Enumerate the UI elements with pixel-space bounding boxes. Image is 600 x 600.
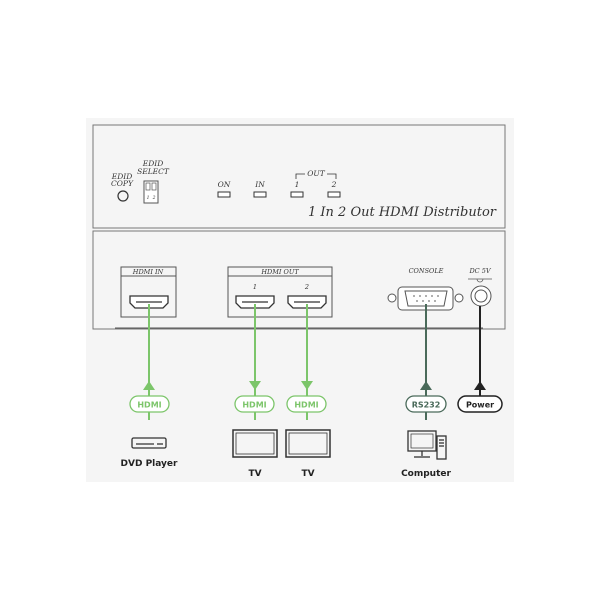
svg-text:1: 1: [253, 283, 257, 291]
hdmi-out-label: HDMI OUT: [260, 268, 299, 276]
hdmi-in-label: HDMI IN: [132, 268, 164, 276]
cable-pill-hdmi-out-1: HDMI: [234, 395, 275, 413]
edid-select-switch[interactable]: 1 2: [143, 180, 159, 204]
led-in: [253, 191, 267, 198]
arrow-up-icon: [420, 381, 432, 390]
edid-copy-label: COPY: [111, 179, 134, 188]
cable-pill-hdmi-in: HDMI: [129, 395, 170, 413]
led-on: [217, 191, 231, 198]
arrow-down-icon: [301, 381, 313, 390]
dvd-player-icon: [131, 437, 167, 449]
dc-label: DC 5V: [468, 267, 491, 275]
device-label-tv: TV: [301, 469, 314, 479]
edid-select-label: EDID: [142, 159, 163, 168]
hdmi-out-block: [227, 266, 333, 318]
device-label-dvd: DVD Player: [121, 459, 178, 469]
svg-text:Power: Power: [466, 401, 494, 410]
cable-pill-hdmi-out-2: HDMI: [286, 395, 327, 413]
computer-icon: [407, 430, 447, 460]
edid-copy-label: EDID: [111, 172, 132, 181]
led-label-out1: 1: [295, 180, 300, 189]
svg-text:HDMI: HDMI: [137, 401, 161, 410]
rear-panel: HDMI IN HDMI OUT 1 2 CONSOLE DC 5V: [92, 230, 506, 330]
led-label-in: IN: [254, 180, 265, 189]
cable-pill-rs232: RS232: [405, 395, 447, 413]
led-label-on: ON: [218, 180, 231, 189]
device-label-computer: Computer: [401, 469, 451, 479]
console-label: CONSOLE: [409, 267, 444, 275]
led-label-out2: 2: [331, 180, 337, 189]
arrow-up-icon: [143, 381, 155, 390]
front-panel: EDID COPY EDID SELECT 1 2 ON IN 1 2 OUT …: [92, 124, 506, 229]
device-label-tv: TV: [248, 469, 261, 479]
svg-text:2: 2: [304, 283, 309, 291]
cable-pill-power: Power: [457, 395, 503, 413]
led-out1: [290, 191, 304, 198]
dc-power-jack[interactable]: [470, 285, 492, 307]
svg-text:RS232: RS232: [412, 401, 441, 410]
product-title: 1 In 2 Out HDMI Distributor: [308, 205, 497, 220]
svg-text:HDMI: HDMI: [242, 401, 266, 410]
arrow-up-icon: [474, 381, 486, 390]
edid-select-label: SELECT: [137, 167, 170, 176]
svg-text:1: 1: [147, 195, 150, 201]
led-out2: [327, 191, 341, 198]
svg-text:2: 2: [152, 195, 156, 201]
out-group-label: OUT: [307, 169, 325, 178]
tv-icon: [232, 429, 331, 458]
edid-copy-button[interactable]: [117, 190, 129, 202]
arrow-down-icon: [249, 381, 261, 390]
svg-text:HDMI: HDMI: [294, 401, 318, 410]
